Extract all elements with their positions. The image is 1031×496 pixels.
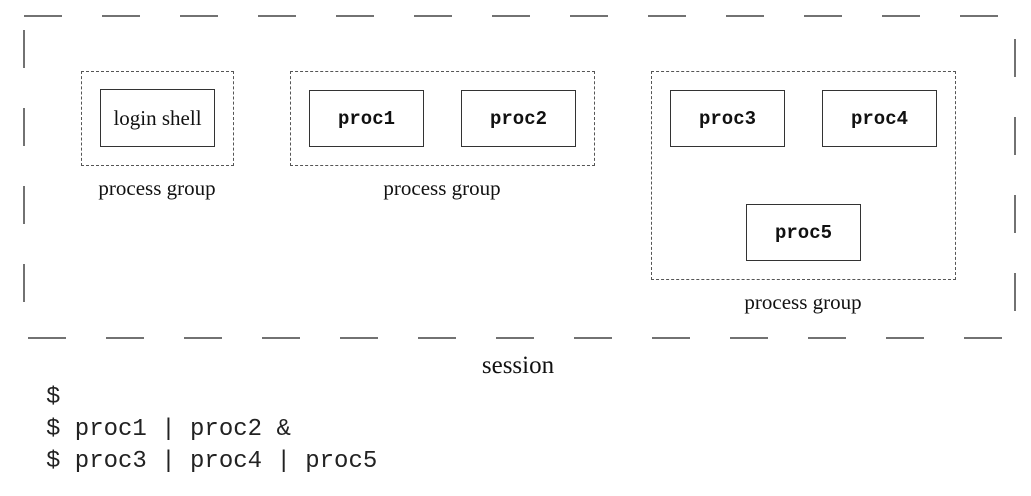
process-group-box-1 <box>81 71 234 166</box>
session-frame <box>23 15 1016 339</box>
proc2-label: proc2 <box>489 107 547 130</box>
proc4-label: proc4 <box>850 107 908 130</box>
shell-line-3: $ proc3 | proc4 | proc5 <box>46 448 378 475</box>
process-group-label-3: process group <box>744 290 862 314</box>
login-shell-label: login shell <box>113 105 202 130</box>
proc5-box: proc5 <box>746 204 861 261</box>
proc5-label: proc5 <box>774 221 832 244</box>
shell-line-1: $ <box>46 384 61 411</box>
proc4-box: proc4 <box>822 90 937 147</box>
process-group-label-2: process group <box>383 176 501 200</box>
process-group-box-3 <box>651 71 956 280</box>
proc2-box: proc2 <box>461 90 576 147</box>
login-shell-box: login shell <box>100 89 215 147</box>
session-label: session <box>481 352 555 379</box>
proc1-label: proc1 <box>337 107 395 130</box>
proc3-box: proc3 <box>670 90 785 147</box>
proc3-label: proc3 <box>698 107 756 130</box>
shell-transcript: $ $ proc1 | proc2 & $ proc3 | proc4 | pr… <box>46 382 377 478</box>
shell-line-2: $ proc1 | proc2 & <box>46 416 291 443</box>
proc1-box: proc1 <box>309 90 424 147</box>
process-group-label-1: process group <box>98 176 216 200</box>
process-group-box-2 <box>290 71 595 166</box>
